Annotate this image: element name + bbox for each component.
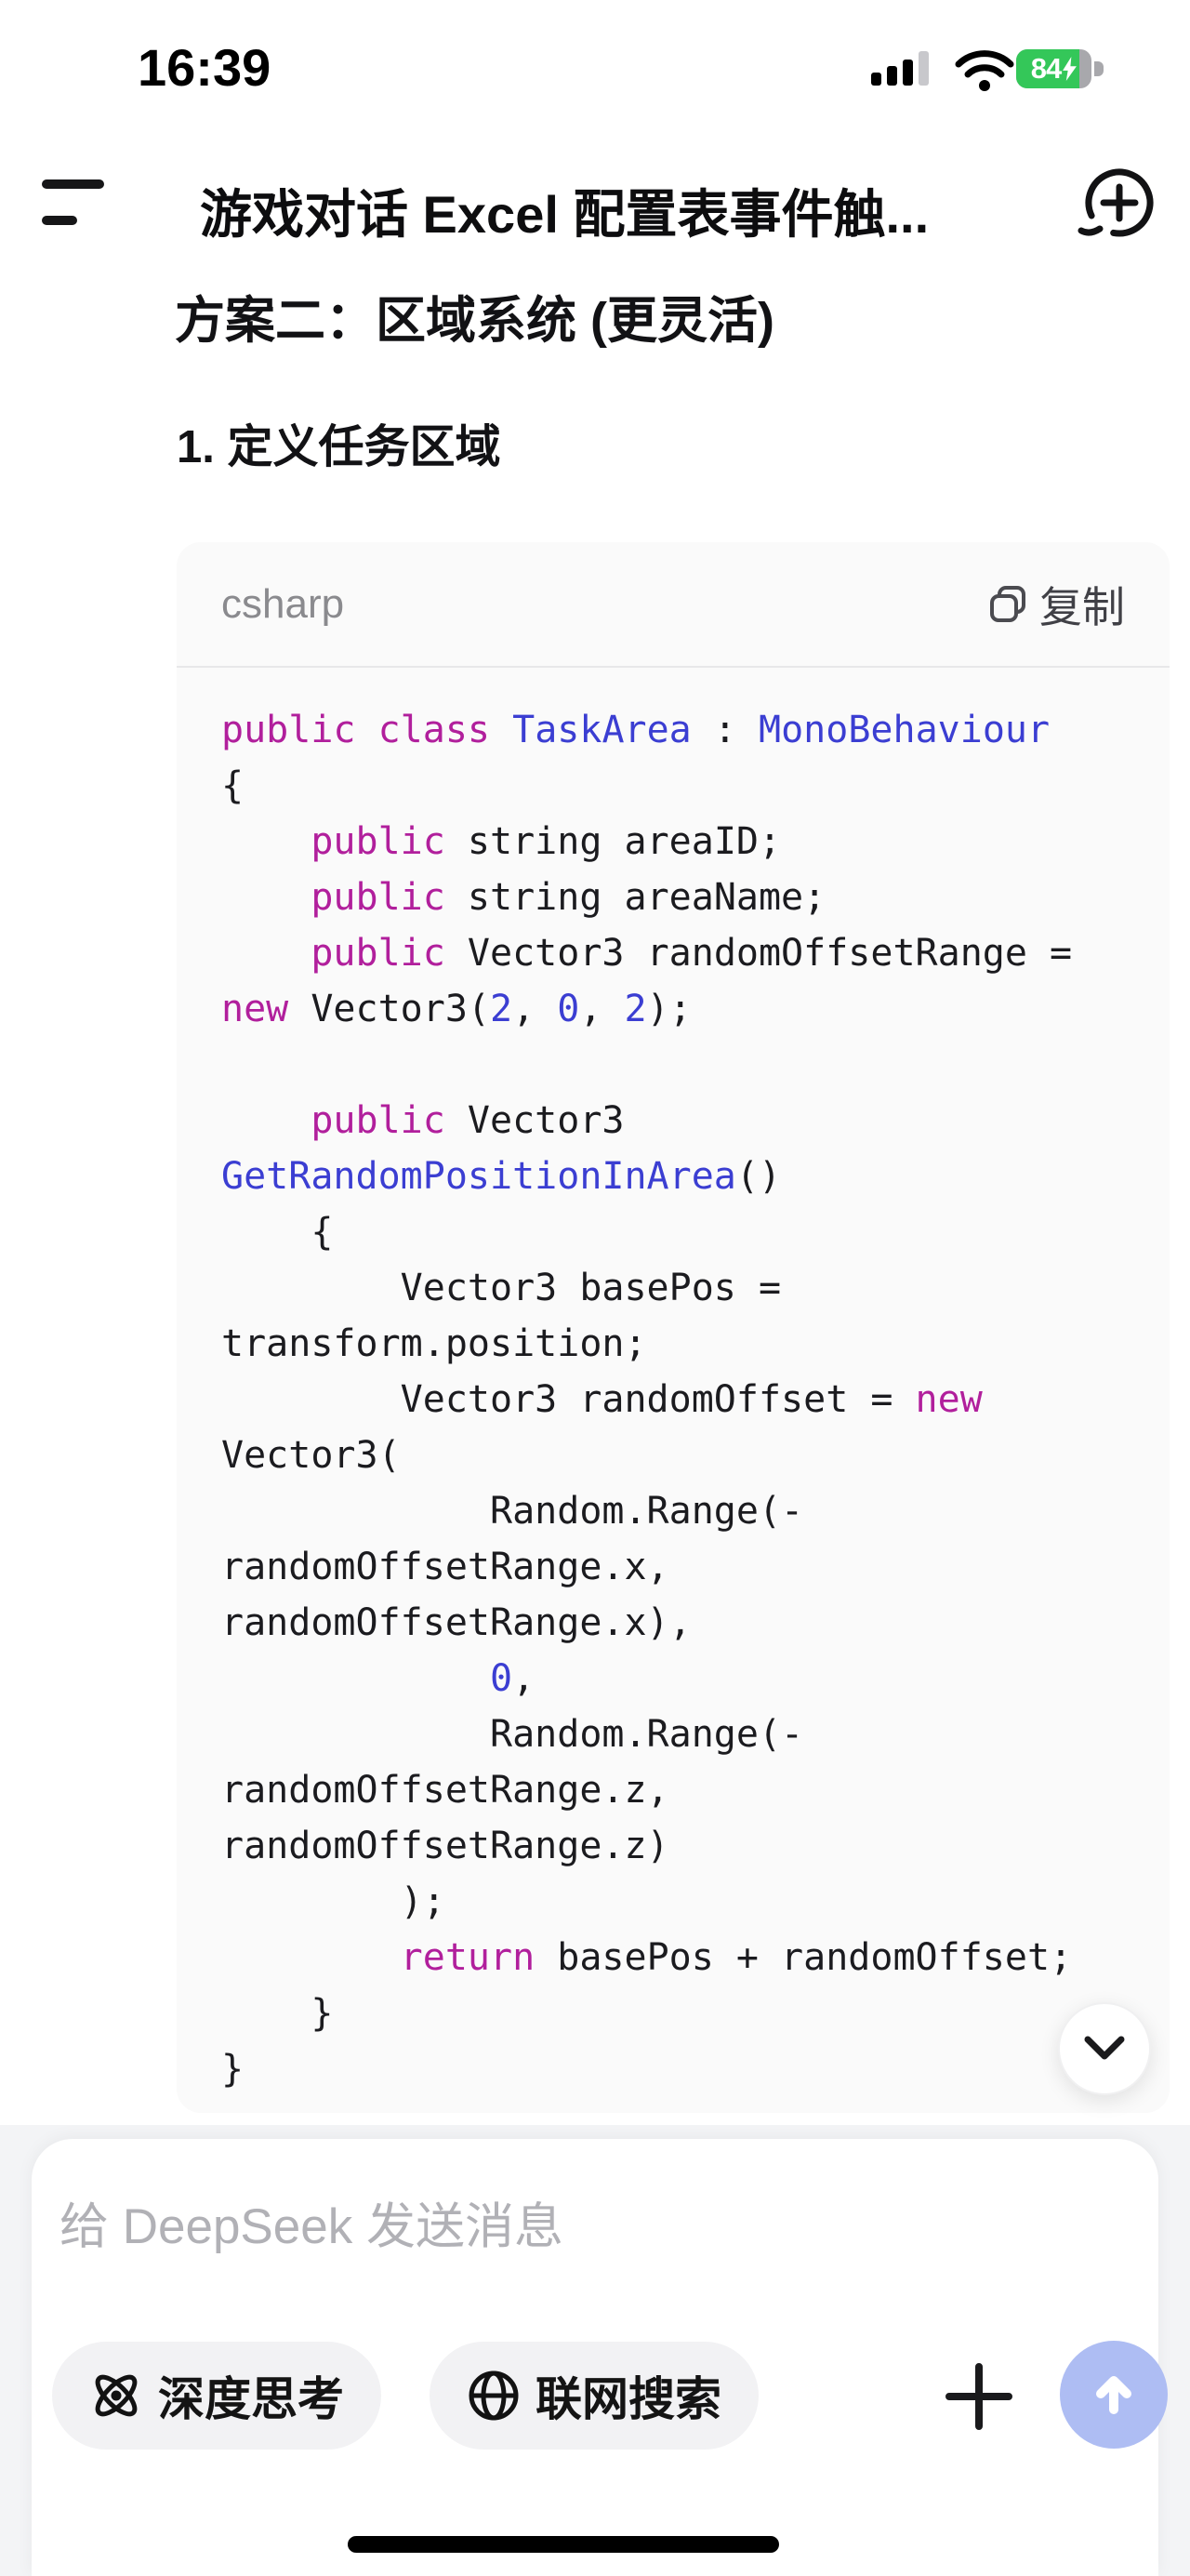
cellular-signal-icon <box>871 50 936 86</box>
globe-icon <box>469 2370 519 2421</box>
copy-code-button[interactable]: 复制 <box>987 574 1125 635</box>
atom-icon <box>95 2374 138 2417</box>
new-chat-icon[interactable] <box>1075 160 1164 257</box>
arrow-up-icon <box>1096 2376 1131 2414</box>
chevron-down-icon <box>1084 2036 1125 2060</box>
wifi-icon <box>955 50 1014 91</box>
composer-card: 给 DeepSeek 发送消息 深度思考 联网搜索 <box>32 2139 1168 2576</box>
code-language-label: csharp <box>221 580 345 627</box>
code-block-header: csharp 复制 <box>177 542 1170 668</box>
charging-bolt-icon <box>1063 57 1078 81</box>
web-search-button[interactable]: 联网搜索 <box>430 2342 759 2450</box>
deep-think-label: 深度思考 <box>158 2373 344 2425</box>
battery-nub <box>1094 61 1104 76</box>
scroll-to-bottom-button[interactable] <box>1058 2002 1151 2095</box>
send-button[interactable] <box>1060 2341 1168 2449</box>
battery-percent: 84 <box>1030 52 1062 85</box>
message-input[interactable]: 给 DeepSeek 发送消息 <box>60 2199 563 2254</box>
battery-indicator: 84 <box>1016 49 1091 88</box>
home-indicator <box>348 2536 779 2553</box>
menu-icon[interactable] <box>42 179 107 226</box>
code-content: public class TaskArea : MonoBehaviour { … <box>221 709 1073 2091</box>
composer-dock: 给 DeepSeek 发送消息 深度思考 联网搜索 <box>0 2125 1190 2576</box>
copy-label: 复制 <box>1039 582 1125 631</box>
deep-think-button[interactable]: 深度思考 <box>52 2342 381 2450</box>
web-search-label: 联网搜索 <box>536 2373 721 2425</box>
chat-title: 游戏对话 Excel 配置表事件触... <box>200 185 930 244</box>
subsection-heading: 1. 定义任务区域 <box>177 422 501 472</box>
attach-plus-icon[interactable] <box>945 2362 1013 2431</box>
copy-icon <box>990 585 1025 622</box>
status-time: 16:39 <box>138 38 271 97</box>
code-block: csharp 复制 public class TaskArea : MonoBe… <box>177 542 1170 2113</box>
section-heading: 方案二：区域系统 (更灵活) <box>175 293 774 349</box>
